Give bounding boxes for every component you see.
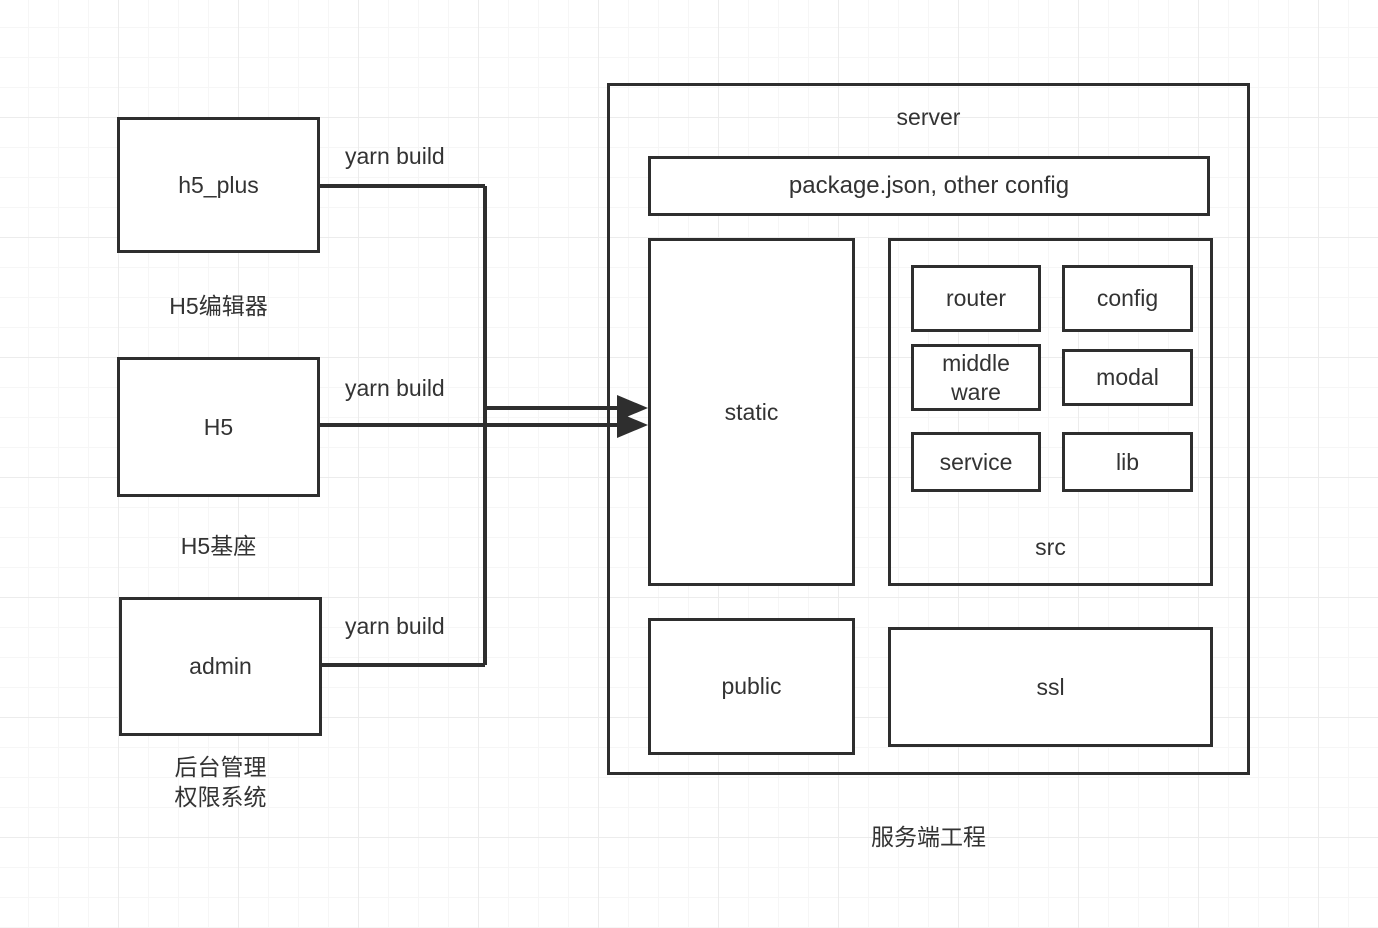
group-src-label: src — [1035, 534, 1066, 560]
node-public-label: public — [721, 673, 782, 700]
node-h5-plus-label: h5_plus — [178, 171, 259, 198]
node-router[interactable]: router — [911, 265, 1041, 332]
node-static-label: static — [724, 398, 779, 425]
caption-h5-plus: H5编辑器 — [169, 293, 268, 319]
node-config[interactable]: config — [1062, 265, 1193, 332]
edge-label-h5: yarn build — [345, 375, 445, 401]
edge-label-admin: yarn build — [345, 613, 445, 639]
node-lib-label: lib — [1115, 448, 1139, 475]
node-modal[interactable]: modal — [1062, 349, 1193, 406]
caption-admin: 后台管理 权限系统 — [174, 754, 267, 810]
caption-h5: H5基座 — [180, 533, 257, 559]
node-lib[interactable]: lib — [1062, 432, 1193, 492]
node-package-config-label: package.json, other config — [788, 172, 1070, 199]
group-src[interactable] — [888, 238, 1213, 586]
node-h5[interactable]: H5 — [117, 357, 320, 497]
node-modal-label: modal — [1096, 364, 1159, 391]
node-h5-label: H5 — [203, 413, 234, 440]
node-package-config[interactable]: package.json, other config — [648, 156, 1210, 216]
node-config-label: config — [1096, 285, 1159, 312]
node-static[interactable]: static — [648, 238, 855, 586]
node-h5-plus[interactable]: h5_plus — [117, 117, 320, 253]
caption-server: 服务端工程 — [871, 824, 986, 850]
node-public[interactable]: public — [648, 618, 855, 755]
edge-label-h5-plus: yarn build — [345, 143, 445, 169]
node-admin-label: admin — [189, 653, 252, 680]
node-middleware[interactable]: middle ware — [911, 344, 1041, 411]
node-ssl-label: ssl — [1036, 673, 1065, 700]
node-service-label: service — [939, 448, 1013, 475]
group-server[interactable] — [607, 83, 1250, 775]
node-service[interactable]: service — [911, 432, 1041, 492]
group-server-label: server — [896, 104, 961, 130]
node-middleware-label: middle ware — [942, 349, 1010, 405]
node-admin[interactable]: admin — [119, 597, 322, 736]
node-router-label: router — [945, 285, 1007, 312]
node-ssl[interactable]: ssl — [888, 627, 1213, 747]
